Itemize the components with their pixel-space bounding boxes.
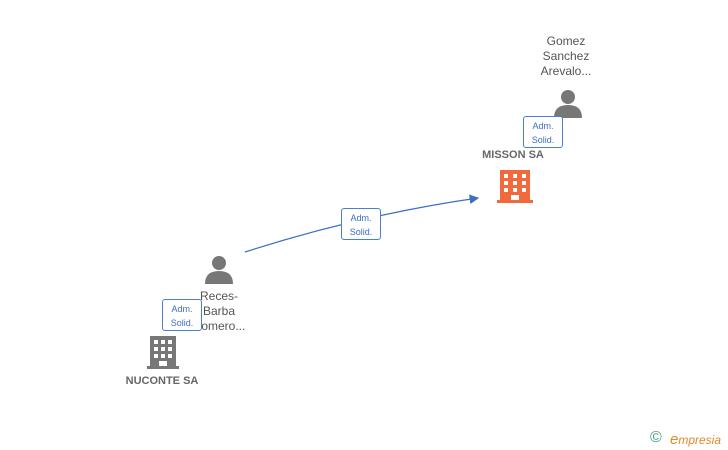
person-gomez-label[interactable]: Gomez Sanchez Arevalo... (540, 34, 592, 78)
brand-logo[interactable]: empresia (670, 431, 722, 448)
edge-badge-reces-misson[interactable]: Adm. Solid. (341, 208, 381, 240)
person-reces-label[interactable]: Reces- Barba Romero... (192, 289, 246, 333)
company-misson-label[interactable]: MISSON SA (482, 149, 544, 161)
company-nuconte-label[interactable]: NUCONTE SA (125, 375, 199, 387)
copyright-icon: © (650, 429, 662, 446)
edge-badge-gomez-misson[interactable]: Adm. Solid. (523, 116, 563, 148)
edge-badge-reces-nuconte[interactable]: Adm. Solid. (162, 299, 202, 331)
